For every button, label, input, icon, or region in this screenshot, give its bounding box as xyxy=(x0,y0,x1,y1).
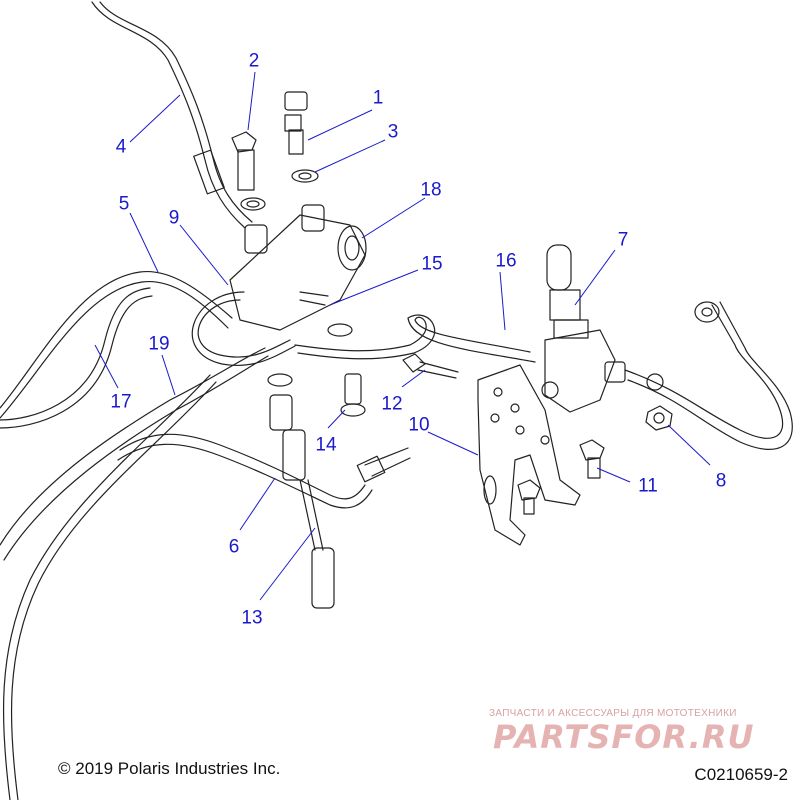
callout-4: 4 xyxy=(115,136,127,158)
callout-18: 18 xyxy=(420,179,442,201)
mounting-bracket-10 xyxy=(477,364,581,546)
bolt-12 xyxy=(402,353,459,379)
callout-17: 17 xyxy=(110,391,132,413)
distribution-block-18 xyxy=(229,204,367,331)
callout-14: 14 xyxy=(315,434,337,456)
proportioning-valve-7 xyxy=(541,244,626,413)
banjo-bolt-2 xyxy=(231,131,266,211)
callout-12: 12 xyxy=(381,393,403,415)
callout-9: 9 xyxy=(168,207,180,229)
brake-line-9 xyxy=(191,291,296,366)
bolt-14 xyxy=(340,373,366,417)
brake-line-17 xyxy=(0,287,153,429)
callout-11: 11 xyxy=(638,475,658,497)
copyright-text: © 2019 Polaris Industries Inc. xyxy=(58,759,281,778)
brake-line-6 xyxy=(117,433,411,509)
callout-2: 2 xyxy=(248,50,260,72)
callout-7: 7 xyxy=(617,229,629,251)
watermark-logo: PARTSFOR.RU xyxy=(493,718,754,756)
callout-5: 5 xyxy=(118,193,130,215)
svg-text:PARTSFOR.RU: PARTSFOR.RU xyxy=(493,718,754,756)
brake-line-4 xyxy=(91,1,253,229)
callout-8: 8 xyxy=(715,470,727,492)
brake-line-5 xyxy=(0,270,233,419)
callout-13: 13 xyxy=(241,607,263,629)
callout-19: 19 xyxy=(148,333,170,355)
nut-8 xyxy=(645,405,673,431)
callout-6: 6 xyxy=(228,536,240,558)
callout-3: 3 xyxy=(387,121,399,143)
leader-lines xyxy=(94,71,711,601)
brake-line-16 xyxy=(294,314,536,363)
brake-line-right xyxy=(624,301,793,450)
callout-16: 16 xyxy=(495,250,517,272)
pressure-switch-1 xyxy=(284,91,319,183)
callout-15: 15 xyxy=(421,253,443,275)
callout-10: 10 xyxy=(408,414,430,436)
bolt-11 xyxy=(517,439,605,515)
drawing-id: C0210659-2 xyxy=(694,765,788,784)
washer xyxy=(267,373,293,387)
washer xyxy=(327,323,353,337)
callout-1: 1 xyxy=(372,87,384,109)
watermark-tagline: ЗАПЧАСТИ И АКСЕССУАРЫ ДЛЯ МОТОТЕХНИКИ xyxy=(489,708,737,719)
sensor-13 xyxy=(269,394,335,609)
brake-line-19 xyxy=(0,347,269,800)
